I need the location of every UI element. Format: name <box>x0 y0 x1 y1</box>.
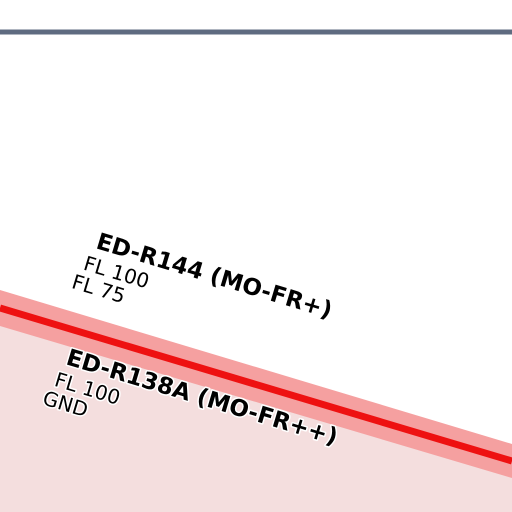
restricted-area-border <box>0 304 512 465</box>
